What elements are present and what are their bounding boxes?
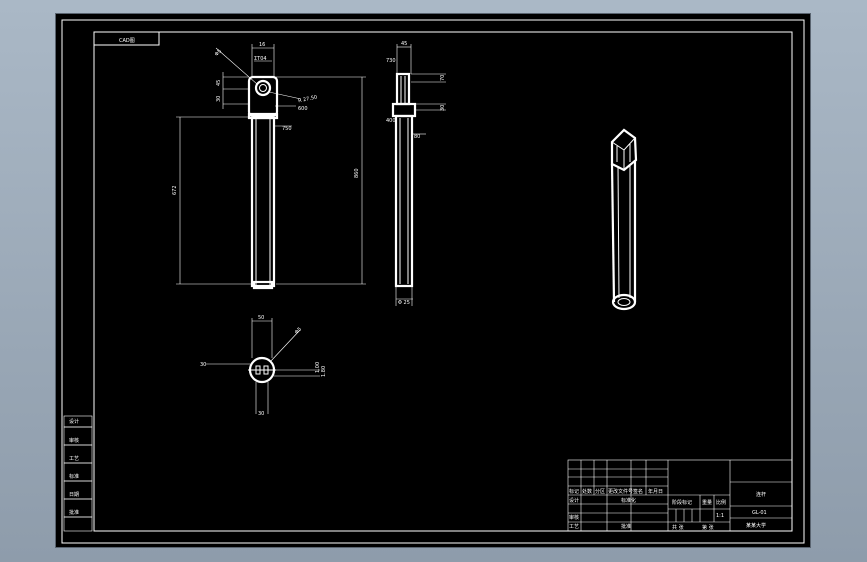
front-dim-width-top: 16: [259, 42, 265, 48]
side-dim-top: 45: [401, 41, 407, 47]
side-view[interactable]: [391, 44, 446, 306]
corner-tag-box: [93, 31, 160, 46]
tb-company: 某某大学: [746, 522, 766, 529]
tb-header-4: 更改文件号: [608, 488, 633, 495]
stamp-label-3: 工艺: [69, 456, 79, 462]
top-dim-r2: 1.80: [321, 366, 327, 377]
stamp-label-1: 设计: [69, 418, 79, 425]
top-dim-top: 50: [258, 315, 264, 321]
inner-frame: [93, 31, 793, 532]
outer-frame: [61, 19, 805, 544]
tb-header-1: 标记: [569, 488, 579, 495]
top-dim-bottom: 30: [258, 411, 264, 417]
cad-drawing-viewport[interactable]: CAD图: [55, 13, 811, 548]
front-dim-dia-top: Φ5: [214, 48, 223, 57]
top-dim-left: 30: [200, 362, 206, 368]
tb-process: 工艺: [569, 524, 579, 530]
tb-design: 设计: [569, 497, 579, 504]
tb-sheet-current: 第 张: [702, 524, 714, 531]
front-dim-d1: 45: [216, 80, 222, 86]
side-dim-bottom: Φ 25: [398, 300, 410, 306]
front-dim-height-right: 860: [354, 168, 360, 178]
front-dim-d3: 600: [298, 106, 308, 112]
tb-approve: 批准: [621, 523, 631, 530]
tb-scale-label: 比例: [716, 499, 726, 506]
tb-check: 审核: [569, 514, 579, 521]
top-dim-dia: Φ5: [294, 326, 303, 335]
side-dim-r3: 80: [414, 134, 420, 140]
tb-header-2: 处数: [582, 488, 592, 495]
stamp-label-6: 批准: [69, 509, 79, 516]
side-dim-r4: 400: [386, 118, 396, 124]
side-dim-r2: 30: [440, 105, 446, 111]
tb-header-6: 年月日: [648, 488, 663, 495]
top-dim-r1: 1.00: [315, 362, 321, 373]
left-stamp-column: [63, 415, 93, 532]
side-dim-left: 730: [386, 58, 396, 64]
tb-sheet-total: 共 张: [672, 524, 684, 531]
front-dim-ring-dia: R 27.50: [298, 94, 318, 104]
tb-scale-value: 1:1: [716, 513, 724, 519]
stamp-label-5: 日期: [69, 492, 79, 498]
tb-header-3: 分区: [595, 488, 605, 495]
tb-stage-label: 阶段标记: [672, 499, 692, 506]
tb-weight-label: 重量: [702, 499, 712, 506]
stamp-label-2: 审核: [69, 437, 79, 444]
front-dim-d4: 750: [282, 126, 292, 132]
front-view[interactable]: [176, 44, 366, 290]
front-dim-d2: 30: [216, 96, 222, 102]
stamp-label-4: 标准: [69, 473, 79, 480]
corner-tag-text: CAD图: [119, 38, 135, 44]
isometric-view[interactable]: [610, 128, 638, 311]
drawing-sheet: CAD图: [61, 19, 805, 544]
front-dim-height-left: 672: [172, 185, 178, 195]
tb-standard: 标准化: [621, 497, 636, 504]
tb-header-5: 签名: [633, 488, 643, 495]
tb-part-name: 连杆: [756, 491, 766, 498]
front-dim-inner: ΣΤ04: [254, 56, 267, 62]
top-view[interactable]: [206, 318, 320, 414]
title-block: [567, 459, 793, 532]
side-dim-r1: 70: [440, 75, 446, 81]
tb-drawing-no: GL-01: [752, 510, 767, 516]
